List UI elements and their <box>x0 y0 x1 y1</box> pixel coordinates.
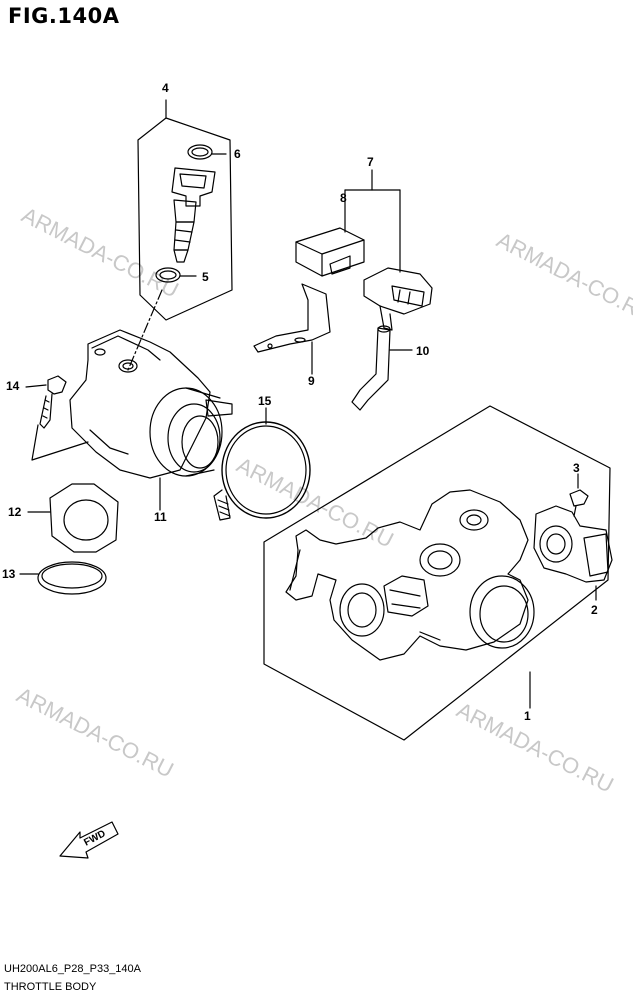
hose-clamp-15 <box>213 407 311 521</box>
guide-line-left <box>31 424 89 461</box>
watermarks: ARMADA-CO.RU ARMADA-CO.RU ARMADA-CO.RU A… <box>13 202 633 798</box>
callout-3: 3 <box>573 461 580 475</box>
callout-4: 4 <box>162 81 169 95</box>
callout-7: 7 <box>367 155 374 169</box>
callout-12: 12 <box>8 505 22 519</box>
callout-15: 15 <box>258 394 272 408</box>
o-ring-5 <box>155 267 197 283</box>
watermark-5: ARMADA-CO.RU <box>453 697 618 798</box>
callout-5: 5 <box>202 270 209 284</box>
screw-3 <box>569 473 589 517</box>
callout-1: 1 <box>524 709 531 723</box>
o-ring-6 <box>187 144 227 160</box>
watermark-3: ARMADA-CO.RU <box>233 452 398 553</box>
callout-6: 6 <box>234 147 241 161</box>
fuel-injector <box>171 167 216 263</box>
callout-2: 2 <box>591 603 598 617</box>
callout-8: 8 <box>340 191 347 205</box>
bolt-14 <box>25 375 67 429</box>
throttle-body-group-outline <box>263 405 611 741</box>
figure-title: FIG.140A <box>8 4 120 28</box>
map-sensor <box>363 267 433 331</box>
o-ring-13 <box>19 561 107 595</box>
sensor-cover-8 <box>295 227 365 277</box>
watermark-4: ARMADA-CO.RU <box>13 682 178 783</box>
callout-14: 14 <box>6 379 20 393</box>
figure-name: THROTTLE BODY <box>4 981 97 993</box>
watermark-2: ARMADA-CO.RU <box>493 227 633 328</box>
callout-10: 10 <box>416 344 430 358</box>
throttle-body-1 <box>285 489 535 661</box>
figure-code: UH200AL6_P28_P33_140A <box>4 963 142 975</box>
watermark-1: ARMADA-CO.RU <box>18 202 183 303</box>
callout-9: 9 <box>308 374 315 388</box>
callout-13: 13 <box>2 567 16 581</box>
callout-11: 11 <box>154 510 167 524</box>
intake-pipe-11 <box>69 329 233 511</box>
injector-axis-line <box>127 289 163 371</box>
map-sensor-group-outline <box>344 169 401 273</box>
forward-arrow <box>59 821 119 859</box>
sensor-bracket-9 <box>253 283 331 375</box>
vacuum-hose-10 <box>351 325 413 411</box>
insulator-12 <box>27 483 119 553</box>
injector-group-outline <box>137 99 233 321</box>
throttle-position-sensor-2 <box>533 505 613 601</box>
